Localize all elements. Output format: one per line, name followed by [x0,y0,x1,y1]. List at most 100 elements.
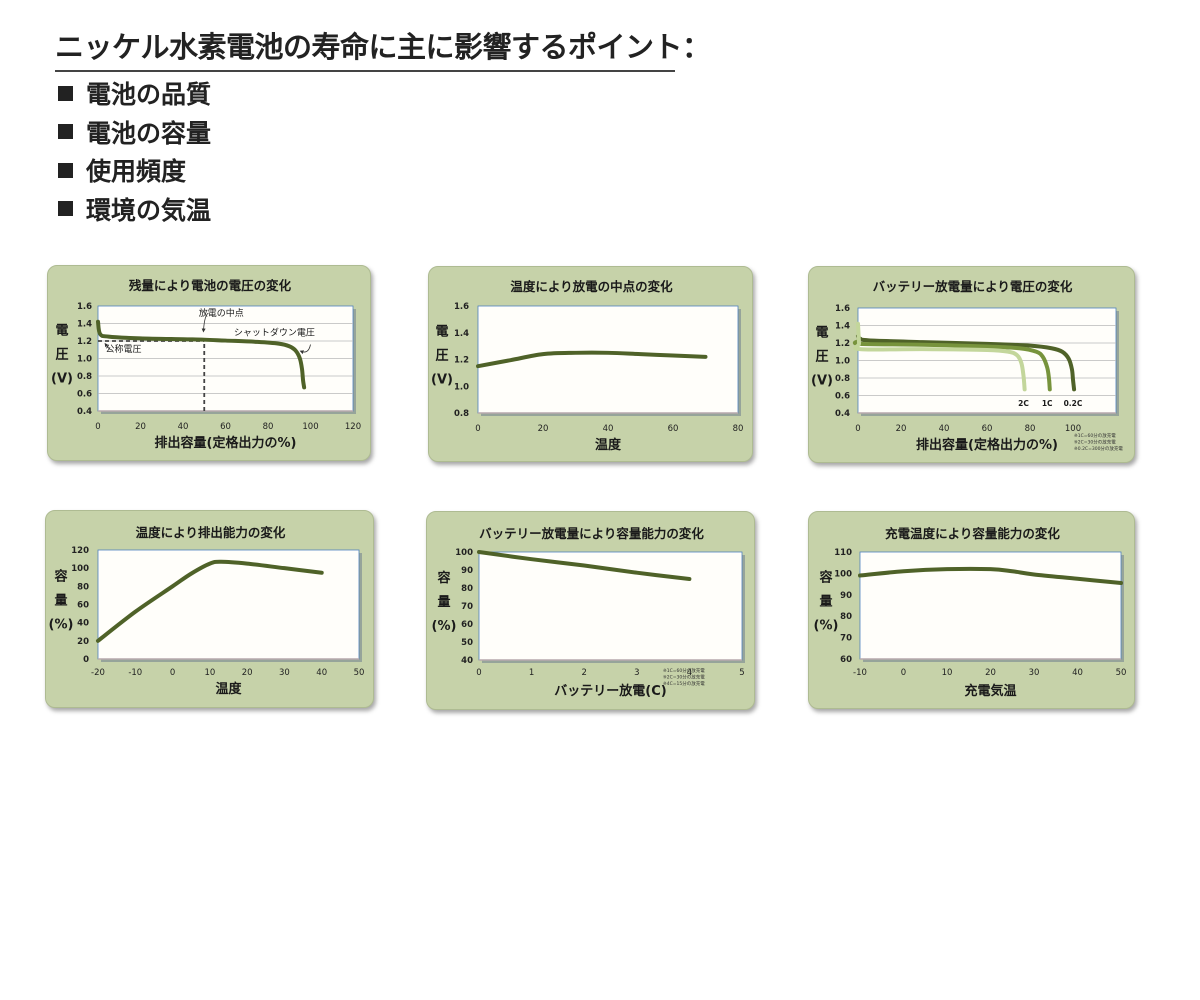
y-tick-label: 0.8 [454,409,469,419]
y-tick-label: 100 [71,564,89,574]
y-tick-label: 50 [461,638,473,648]
nominal-arrow-icon [104,342,111,351]
x-axis-label: 排出容量(定格出力の%) [155,435,297,451]
x-tick-label: 40 [1072,668,1083,678]
y-axis-label: 容 [53,569,67,585]
x-tick-label: 5 [739,668,744,678]
y-tick-label: 110 [834,548,852,558]
y-axis-label: 圧 [55,348,68,363]
y-tick-label: 80 [840,612,852,622]
x-tick-label: 0 [170,668,175,678]
y-tick-label: 1.6 [77,302,92,312]
x-tick-label: 10 [204,668,215,678]
y-tick-label: 60 [77,601,89,611]
series-line [856,334,1077,392]
chart-title: 温度により放電の中点の変化 [510,279,673,294]
chart-title: バッテリー放電量により容量能力の変化 [479,526,704,541]
x-tick-label: 20 [135,422,146,432]
x-tick-label: 100 [1065,424,1081,434]
x-axis-label: 充電気温 [964,683,1016,699]
square-bullet-icon [58,201,73,217]
y-tick-label: 120 [71,546,89,556]
chart-title: 残量により電池の電圧の変化 [129,278,292,293]
shutdown-arrow-icon [299,344,311,355]
chart-title: 温度により排出能力の変化 [136,525,286,540]
x-tick-label: 2 [581,668,586,678]
x-tick-label: 30 [279,668,290,678]
x-tick-label: 50 [354,668,365,678]
series-label: 2C [1018,399,1029,408]
y-tick-label: 0.8 [835,374,850,384]
y-tick-label: 1.0 [77,355,92,365]
y-tick-label: 90 [840,591,852,601]
y-tick-label: 1.4 [454,329,469,339]
y-axis-label: 圧 [815,350,828,365]
chart-footnote: ※0.2C=300分の放充電 [1074,445,1123,452]
x-tick-label: 4 [687,668,692,678]
y-axis-label: 量 [437,595,450,610]
y-axis-label: (V) [51,372,73,387]
x-tick-label: 60 [668,424,679,434]
y-tick-label: 80 [77,582,89,592]
x-axis-label: 温度 [595,437,622,453]
x-tick-label: 0 [901,668,906,678]
series-line [858,566,1123,586]
y-tick-label: 0 [83,655,89,665]
x-tick-label: 40 [178,422,189,432]
y-tick-label: 70 [461,602,473,612]
chart-footnote: ※2C=30分の放充電 [663,674,705,681]
x-tick-label: 0 [855,424,860,434]
x-tick-label: 0 [95,422,100,432]
y-axis-label: 圧 [435,349,448,364]
x-tick-label: -10 [128,668,142,678]
x-tick-label: 40 [939,424,950,434]
y-axis-label: (V) [811,374,833,389]
y-tick-label: 0.6 [835,392,850,402]
y-tick-label: 90 [461,566,473,576]
y-tick-label: 1.2 [835,339,850,349]
series-label: 0.2C [1064,399,1083,408]
y-tick-label: 1.4 [77,320,92,330]
y-axis-label: (%) [814,619,839,634]
x-axis-label: バッテリー放電(C) [554,683,666,699]
factor-item: 環境の気温 [58,190,211,229]
factor-item: 電池の容量 [58,113,211,152]
series-label: 1C [1042,399,1053,408]
x-tick-label: 120 [345,422,361,432]
y-axis-label: 電 [815,326,828,341]
y-tick-label: 1.0 [454,382,469,392]
series-line [853,321,1027,392]
y-axis-label: 量 [54,594,67,609]
page-title: ニッケル水素電池の寿命に主に影響するポイント： [55,24,711,72]
x-tick-label: 80 [733,424,744,434]
x-tick-label: -10 [853,668,867,678]
x-tick-label: 0 [476,668,481,678]
series-line [477,550,692,581]
x-tick-label: 100 [302,422,318,432]
y-tick-label: 40 [461,656,473,666]
x-tick-label: 80 [263,422,274,432]
x-tick-label: 30 [1029,668,1040,678]
x-tick-label: 1 [529,668,534,678]
x-axis-label: 排出容量(定格出力の%) [916,437,1058,453]
y-axis-label: 容 [436,570,450,586]
y-tick-label: 0.4 [77,407,92,417]
x-tick-label: -20 [91,668,105,678]
y-axis-label: (%) [49,618,74,633]
series-line [96,559,324,643]
x-tick-label: 60 [220,422,231,432]
series-line [476,350,708,369]
x-tick-label: 20 [896,424,907,434]
x-tick-label: 20 [985,668,996,678]
y-axis-label: 電 [55,324,68,339]
x-tick-label: 3 [634,668,639,678]
